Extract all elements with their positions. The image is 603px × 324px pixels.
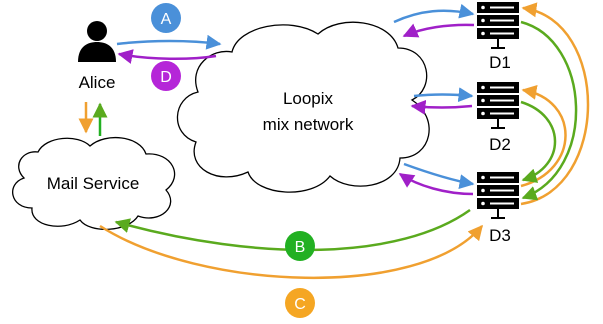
arrow-d2-to-d3-green bbox=[520, 100, 557, 183]
mix-network-title: Loopix bbox=[283, 89, 334, 108]
arrow-c-mail-to-d3 bbox=[99, 224, 483, 280]
arrow-d3-to-d2-orange bbox=[520, 84, 567, 188]
arrow-b-d3-to-mail bbox=[114, 208, 471, 252]
server-icon-d3 bbox=[476, 171, 520, 219]
server-label-d1: D1 bbox=[489, 53, 511, 72]
mail-service-label: Mail Service bbox=[47, 174, 140, 193]
badge-b: B bbox=[285, 231, 315, 261]
arrow-d2-to-mix bbox=[410, 99, 473, 115]
svg-text:A: A bbox=[161, 11, 172, 28]
arrow-d1-to-mix bbox=[402, 23, 475, 38]
server-label-d2: D2 bbox=[489, 135, 511, 154]
person-icon bbox=[78, 21, 116, 62]
server-label-d3: D3 bbox=[489, 226, 511, 245]
arrow-d3-to-d1-orange bbox=[520, 2, 590, 206]
badge-d: D bbox=[151, 61, 181, 91]
badge-c: C bbox=[285, 288, 315, 318]
svg-text:D: D bbox=[160, 69, 172, 86]
arrow-a-alice-to-mix bbox=[116, 34, 222, 50]
mix-network-subtitle: mix network bbox=[263, 115, 354, 134]
arrow-d1-to-d3-green bbox=[520, 20, 578, 201]
alice-label: Alice bbox=[79, 73, 116, 92]
mail-service-cloud bbox=[12, 136, 176, 231]
arrow-d3-to-mix bbox=[398, 172, 474, 196]
arrow-mix-to-d2 bbox=[413, 87, 474, 103]
arrow-mix-to-d1 bbox=[393, 3, 475, 24]
server-icon-d1 bbox=[476, 1, 520, 49]
badge-a: A bbox=[151, 3, 181, 33]
server-icon-d2 bbox=[476, 81, 520, 129]
mix-network-cloud bbox=[176, 21, 430, 193]
arrow-d-mix-to-alice bbox=[117, 49, 217, 64]
svg-text:C: C bbox=[294, 296, 306, 313]
svg-text:B: B bbox=[295, 239, 306, 256]
arrow-mix-to-d3 bbox=[403, 162, 475, 190]
